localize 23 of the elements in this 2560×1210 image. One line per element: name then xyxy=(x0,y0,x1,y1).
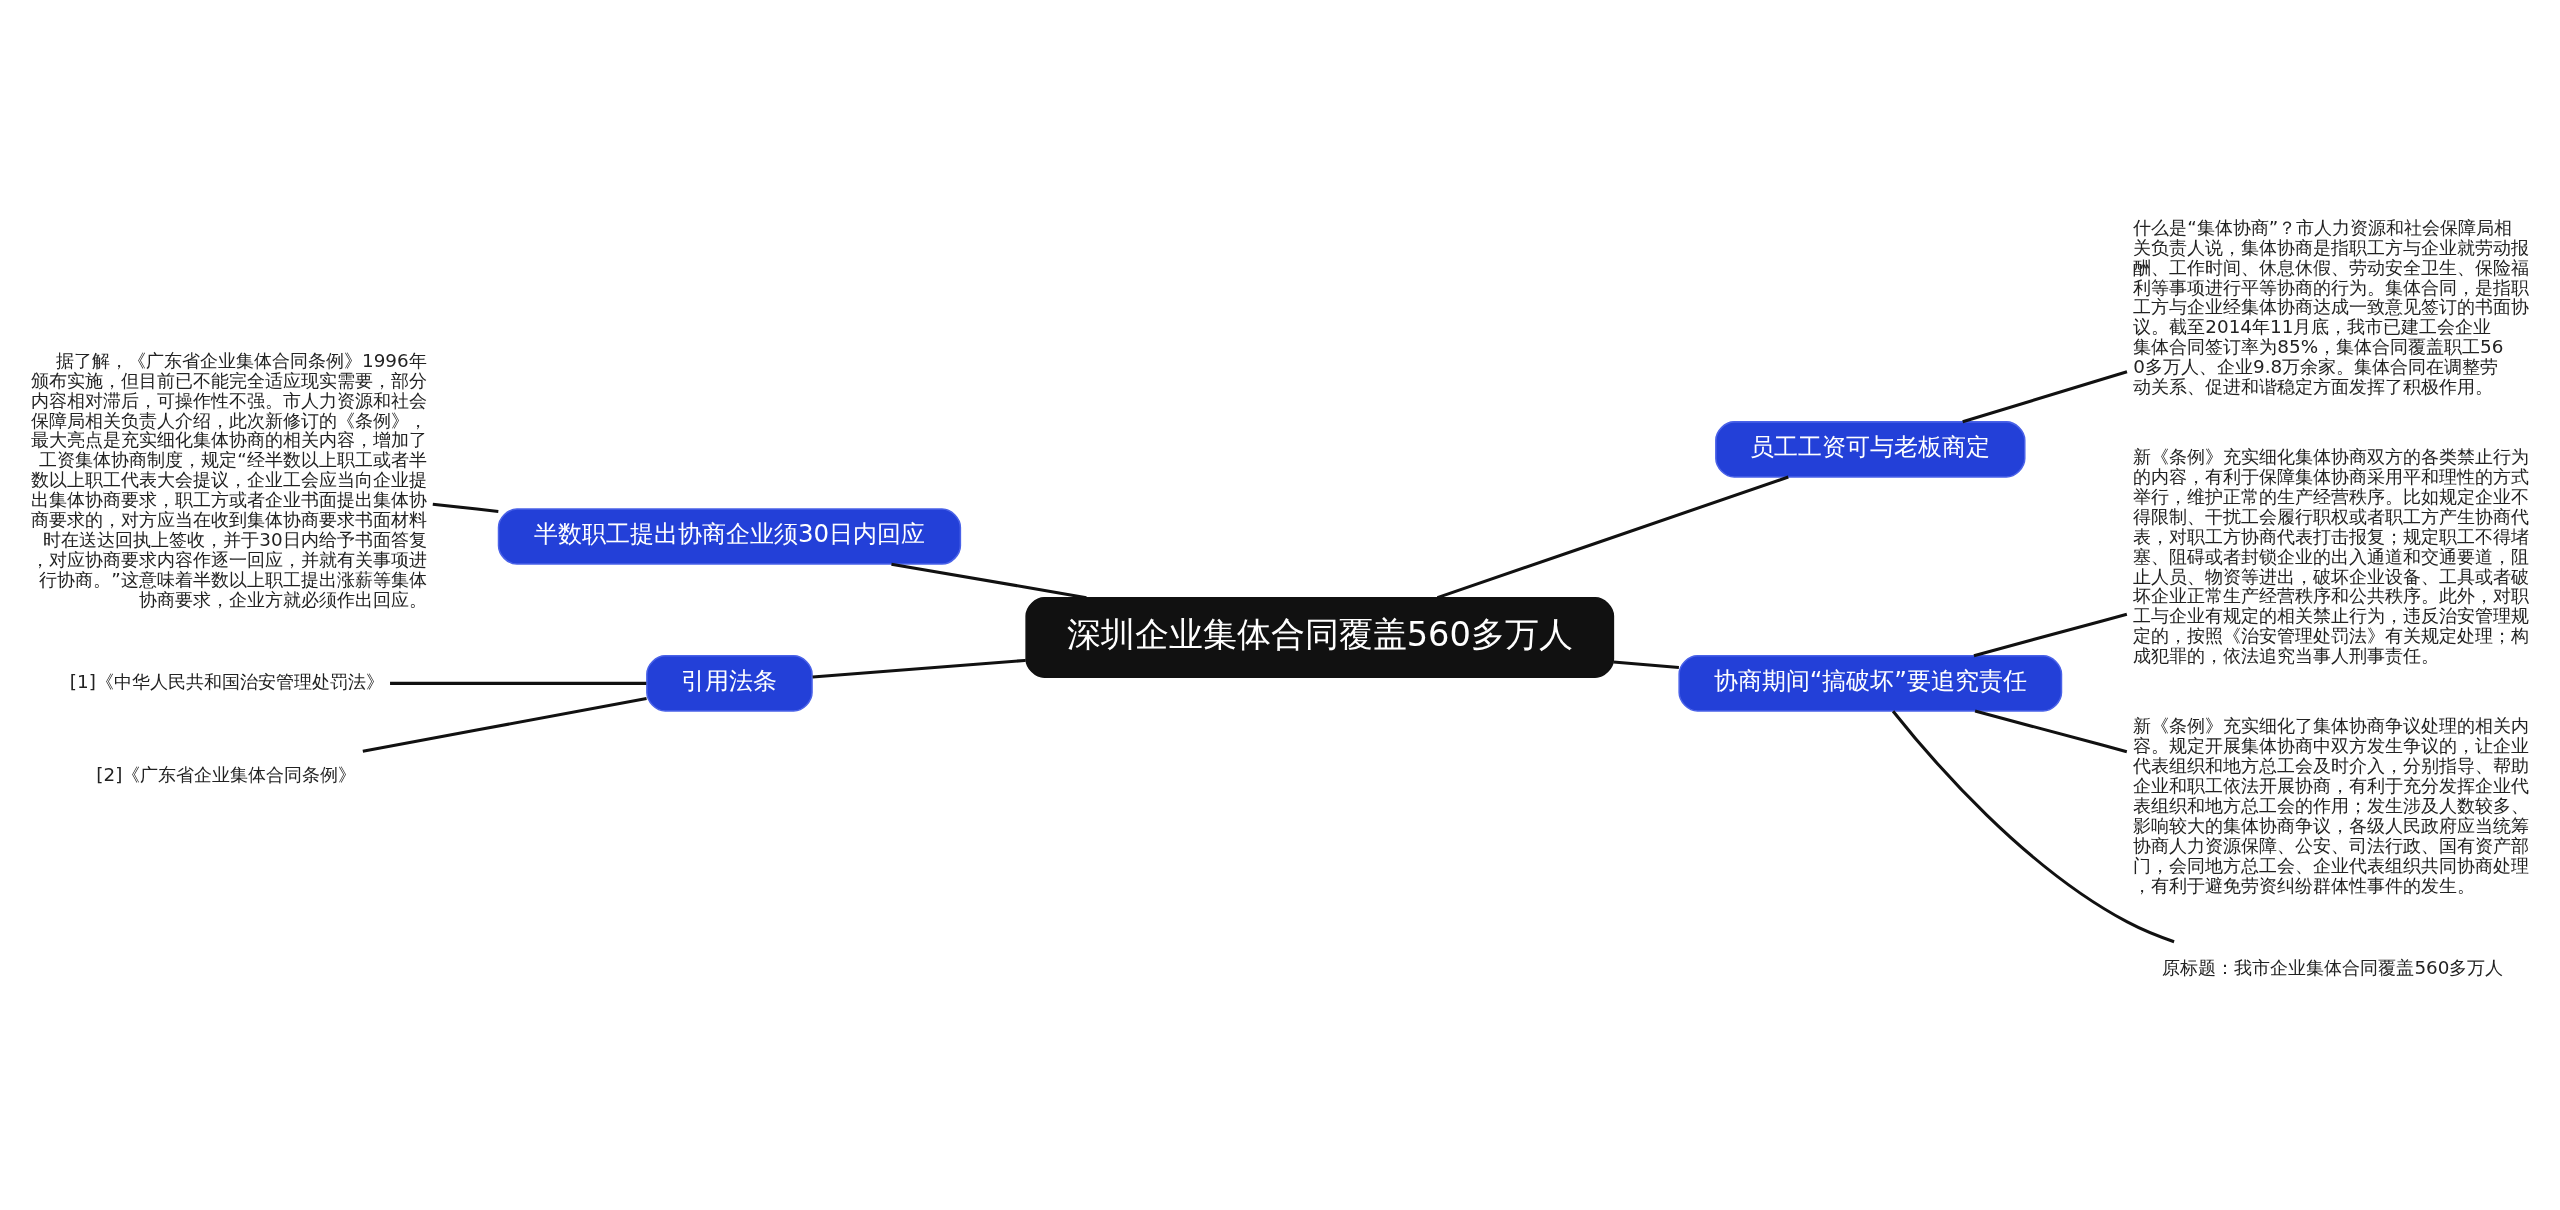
connector xyxy=(390,681,647,685)
node-text: 原标题：我市企业集体合同覆盖560多万人 xyxy=(2162,957,2504,979)
connector xyxy=(1436,475,1789,600)
node-text: [2]《广东省企业集体合同条例》 xyxy=(96,764,357,786)
node-box: 协商期间“搞破坏”要追究责任 xyxy=(1678,655,2063,712)
node-box: 深圳企业集体合同覆盖560多万人 xyxy=(1025,596,1615,679)
node-text: 什么是“集体协商”？市人力资源和社会保障局相关负责人说，集体协商是指职工方与企业就劳动报酬、工作时间、休息休假、劳动安全卫生、保险福利等事项进行平等协商的行为。集体合同，是指职工方与企业经集体协商达成一致意见签订的书面协议。截至2014年11月底，我市已建工会企业集体合同签订率为85%，集体合同覆盖职工560多万人、企业9.8万余家。集体合同在调整劳动关系、促进和谐稳定方面发挥了积极作用。 xyxy=(2133,216,2530,397)
node-box: 员工工资可与老板商定 xyxy=(1715,421,2026,478)
node-text: 新《条例》充实细化集体协商双方的各类禁止行为的内容，有利于保障集体协商采用平和理性的方式举行，维护正常的生产经营秩序。比如规定企业不得限制、干扰工会履行职权或者职工方产生协商代表，对职工方协商代表打击报复；规定职工不得堵塞、阻碍或者封锁企业的出入通道和交通要道，阻止人员、物资等进出，破坏企业设备、工具或者破坏企业正常生产经营秩序和公共秩序。此外，对职工与企业有规定的相关禁止行为，违反治安管理规定的，按照《治安管理处罚法》有关规定处理；构成犯罪的，依法追究当事人刑事责任。 xyxy=(2133,446,2530,667)
node-box: 引用法条 xyxy=(646,655,813,712)
connector xyxy=(1974,709,2128,754)
connector xyxy=(1891,710,2175,944)
connector xyxy=(362,697,647,753)
connector xyxy=(432,502,499,513)
node-text: 据了解，《广东省企业集体合同条例》1996年颁布实施，但目前已不能完全适应现实需要，部分内容相对滞后，可操作性不强。市人力资源和社会保障局相关负责人介绍，此次新修订的《条例》，最大亮点是充实细化集体协商的相关内容，增加了工资集体协商制度，规定“经半数以上职工或者半数以上职工代表大会提议，企业工会应当向企业提出集体协商要求，职工方或者企业书面提出集体协商要求的，对方应当在收到集体协商要求书面材料时在送达回执上签收，并于30日内给予书面答复，对应协商要求内容作逐一回应，并就有关事项进行协商。”这意味着半数以上职工提出涨薪等集体协商要求，企业方就必须作出回应。 xyxy=(30,349,427,610)
connector xyxy=(1973,612,2128,658)
connector xyxy=(1613,660,1680,669)
node-text: [1]《中华人民共和国治安管理处罚法》 xyxy=(69,671,384,693)
connector xyxy=(1962,370,2128,424)
connector xyxy=(812,658,1026,679)
node-box: 半数职工提出协商企业须30日内回应 xyxy=(497,508,962,565)
connector xyxy=(891,562,1087,600)
node-text: 新《条例》充实细化了集体协商争议处理的相关内容。规定开展集体协商中双方发生争议的，让企业代表组织和地方总工会及时介入，分别指导、帮助企业和职工依法开展协商，有利于充分发挥企业代表组织和地方总工会的作用；发生涉及人数较多、影响较大的集体协商争议，各级人民政府应当统筹协商人力资源保障、公安、司法行政、国有资产部门，会同地方总工会、企业代表组织共同协商处理，有利于避免劳资纠纷群体性事件的发生。 xyxy=(2133,715,2530,896)
